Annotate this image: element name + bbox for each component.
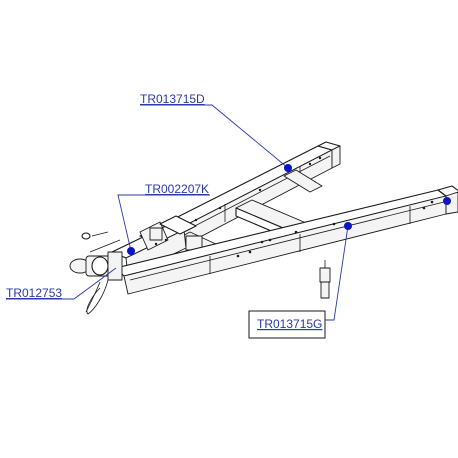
callout-tr013715d[interactable]: TR013715D bbox=[140, 92, 292, 172]
part-label-tr012753[interactable]: TR012753 bbox=[6, 286, 62, 300]
lower-bracket bbox=[319, 260, 331, 299]
part-label-tr002207k[interactable]: TR002207K bbox=[145, 182, 209, 196]
callout-tr013715g[interactable]: TR013715G bbox=[248, 222, 352, 339]
hotspot-dot[interactable] bbox=[443, 197, 451, 205]
coupling-assembly bbox=[69, 231, 123, 315]
hotspot-rear-right[interactable] bbox=[443, 197, 451, 205]
hotspot-dot[interactable] bbox=[127, 247, 135, 255]
rivet-holes bbox=[154, 156, 434, 258]
leader-line bbox=[140, 104, 289, 169]
part-label-box bbox=[248, 310, 326, 339]
leader-line bbox=[6, 267, 117, 300]
part-label-tr013715g[interactable]: TR013715G bbox=[257, 317, 322, 331]
part-label-tr013715d[interactable]: TR013715D bbox=[140, 92, 205, 106]
lower-side-member bbox=[115, 185, 458, 295]
hotspot-dot[interactable] bbox=[284, 164, 292, 172]
leader-line bbox=[117, 194, 210, 252]
hotspot-dot[interactable] bbox=[344, 222, 352, 230]
chassis-drawing bbox=[69, 141, 458, 315]
leader-line bbox=[325, 225, 349, 321]
callout-tr002207k[interactable]: TR002207K bbox=[117, 182, 210, 255]
callout-tr012753[interactable]: TR012753 bbox=[6, 267, 117, 300]
